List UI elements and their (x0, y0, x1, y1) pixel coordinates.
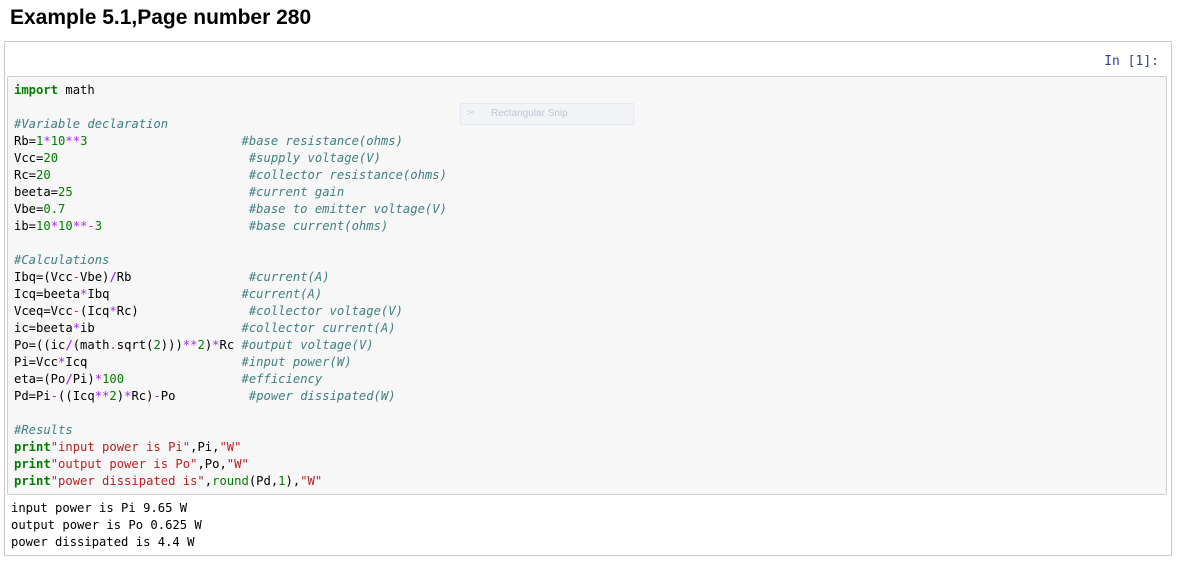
code-line: #Results (14, 423, 73, 437)
code-line: Vbe=0.7 #base to emitter voltage(V) (14, 202, 447, 216)
code-line: Rb=1*10**3 #base resistance(ohms) (14, 134, 403, 148)
code-line: #Calculations (14, 253, 110, 267)
code-line: Rc=20 #collector resistance(ohms) (14, 168, 447, 182)
code-line: Po=((ic/(math.sqrt(2)))**2)*Rc #output v… (14, 338, 374, 352)
code-line: Pi=Vcc*Icq #input power(W) (14, 355, 352, 369)
code-line: Icq=beeta*Ibq #current(A) (14, 287, 323, 301)
code-line: print"power dissipated is",round(Pd,1),"… (14, 474, 323, 488)
cell-output: input power is Pi 9.65 W output power is … (11, 500, 202, 551)
code-line: beeta=25 #current gain (14, 185, 345, 199)
output-line: output power is Po 0.625 W (11, 518, 202, 532)
code-line: print"output power is Po",Po,"W" (14, 457, 249, 471)
code-line: Pd=Pi-((Icq**2)*Rc)-Po #power dissipated… (14, 389, 396, 403)
input-prompt: In [1]: (1104, 54, 1159, 69)
output-line: input power is Pi 9.65 W (11, 501, 188, 515)
code-input-area[interactable]: ✂ Rectangular Snip import math #Variable … (7, 76, 1167, 495)
code-line: ic=beeta*ib #collector current(A) (14, 321, 396, 335)
code-line: eta=(Po/Pi)*100 #efficiency (14, 372, 323, 386)
notebook-cell[interactable]: In [1]: ✂ Rectangular Snip import math #V… (4, 41, 1172, 556)
code-line (14, 99, 447, 116)
code-line: Ibq=(Vcc-Vbe)/Rb #current(A) (14, 270, 330, 284)
code-line: import math (14, 83, 95, 97)
code-line (14, 405, 447, 422)
code-line (14, 235, 447, 252)
code-line: Vceq=Vcc-(Icq*Rc) #collector voltage(V) (14, 304, 403, 318)
code-line: print"input power is Pi",Pi,"W" (14, 440, 242, 454)
rectangular-snip-overlay: ✂ Rectangular Snip (460, 103, 634, 125)
scissors-icon: ✂ (467, 108, 476, 119)
output-line: power dissipated is 4.4 W (11, 535, 195, 549)
code-line: #Variable declaration (14, 117, 169, 131)
code-line: Vcc=20 #supply voltage(V) (14, 151, 381, 165)
page-title: Example 5.1,Page number 280 (10, 6, 312, 29)
snip-label: Rectangular Snip (491, 108, 568, 119)
code-line: ib=10*10**-3 #base current(ohms) (14, 219, 389, 233)
